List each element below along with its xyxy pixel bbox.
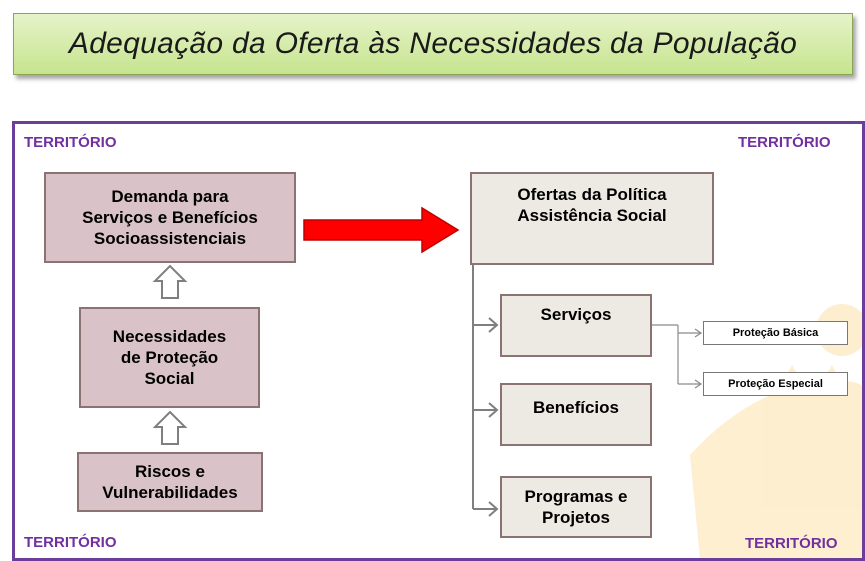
services-label: Serviços [540,305,612,324]
special-protection-box: Proteção Especial [703,372,848,396]
territory-label-top-left: TERRITÓRIO [24,134,117,151]
basic-protection-box: Proteção Básica [703,321,848,345]
territory-label-bottom-right: TERRITÓRIO [745,535,838,552]
needs-label: Necessidades de Proteção Social [112,326,227,389]
page-title: Adequação da Oferta às Necessidades da P… [68,27,798,60]
territory-label-top-right: TERRITÓRIO [738,134,831,151]
demand-label: Demanda para Serviços e Benefícios Socio… [82,186,258,249]
programs-box: Programas e Projetos [500,476,652,538]
programs-label: Programas e Projetos [524,486,628,527]
risks-label: Riscos e Vulnerabilidades [102,461,238,502]
up-arrow-risks-to-needs [152,410,188,445]
offers-box: Ofertas da Política Assistência Social [470,172,714,265]
territory-label-bottom-left: TERRITÓRIO [24,534,117,551]
up-arrow-needs-to-demand [152,264,188,299]
title-banner: Adequação da Oferta às Necessidades da P… [13,13,853,75]
offers-label: Ofertas da Política Assistência Social [517,185,667,226]
needs-box: Necessidades de Proteção Social [79,307,260,408]
risks-box: Riscos e Vulnerabilidades [77,452,263,512]
special-protection-label: Proteção Especial [728,378,823,390]
benefits-box: Benefícios [500,383,652,446]
basic-protection-label: Proteção Básica [732,327,819,339]
benefits-label: Benefícios [533,398,619,417]
services-box: Serviços [500,294,652,357]
main-red-arrow [303,206,460,254]
demand-box: Demanda para Serviços e Benefícios Socio… [44,172,296,263]
